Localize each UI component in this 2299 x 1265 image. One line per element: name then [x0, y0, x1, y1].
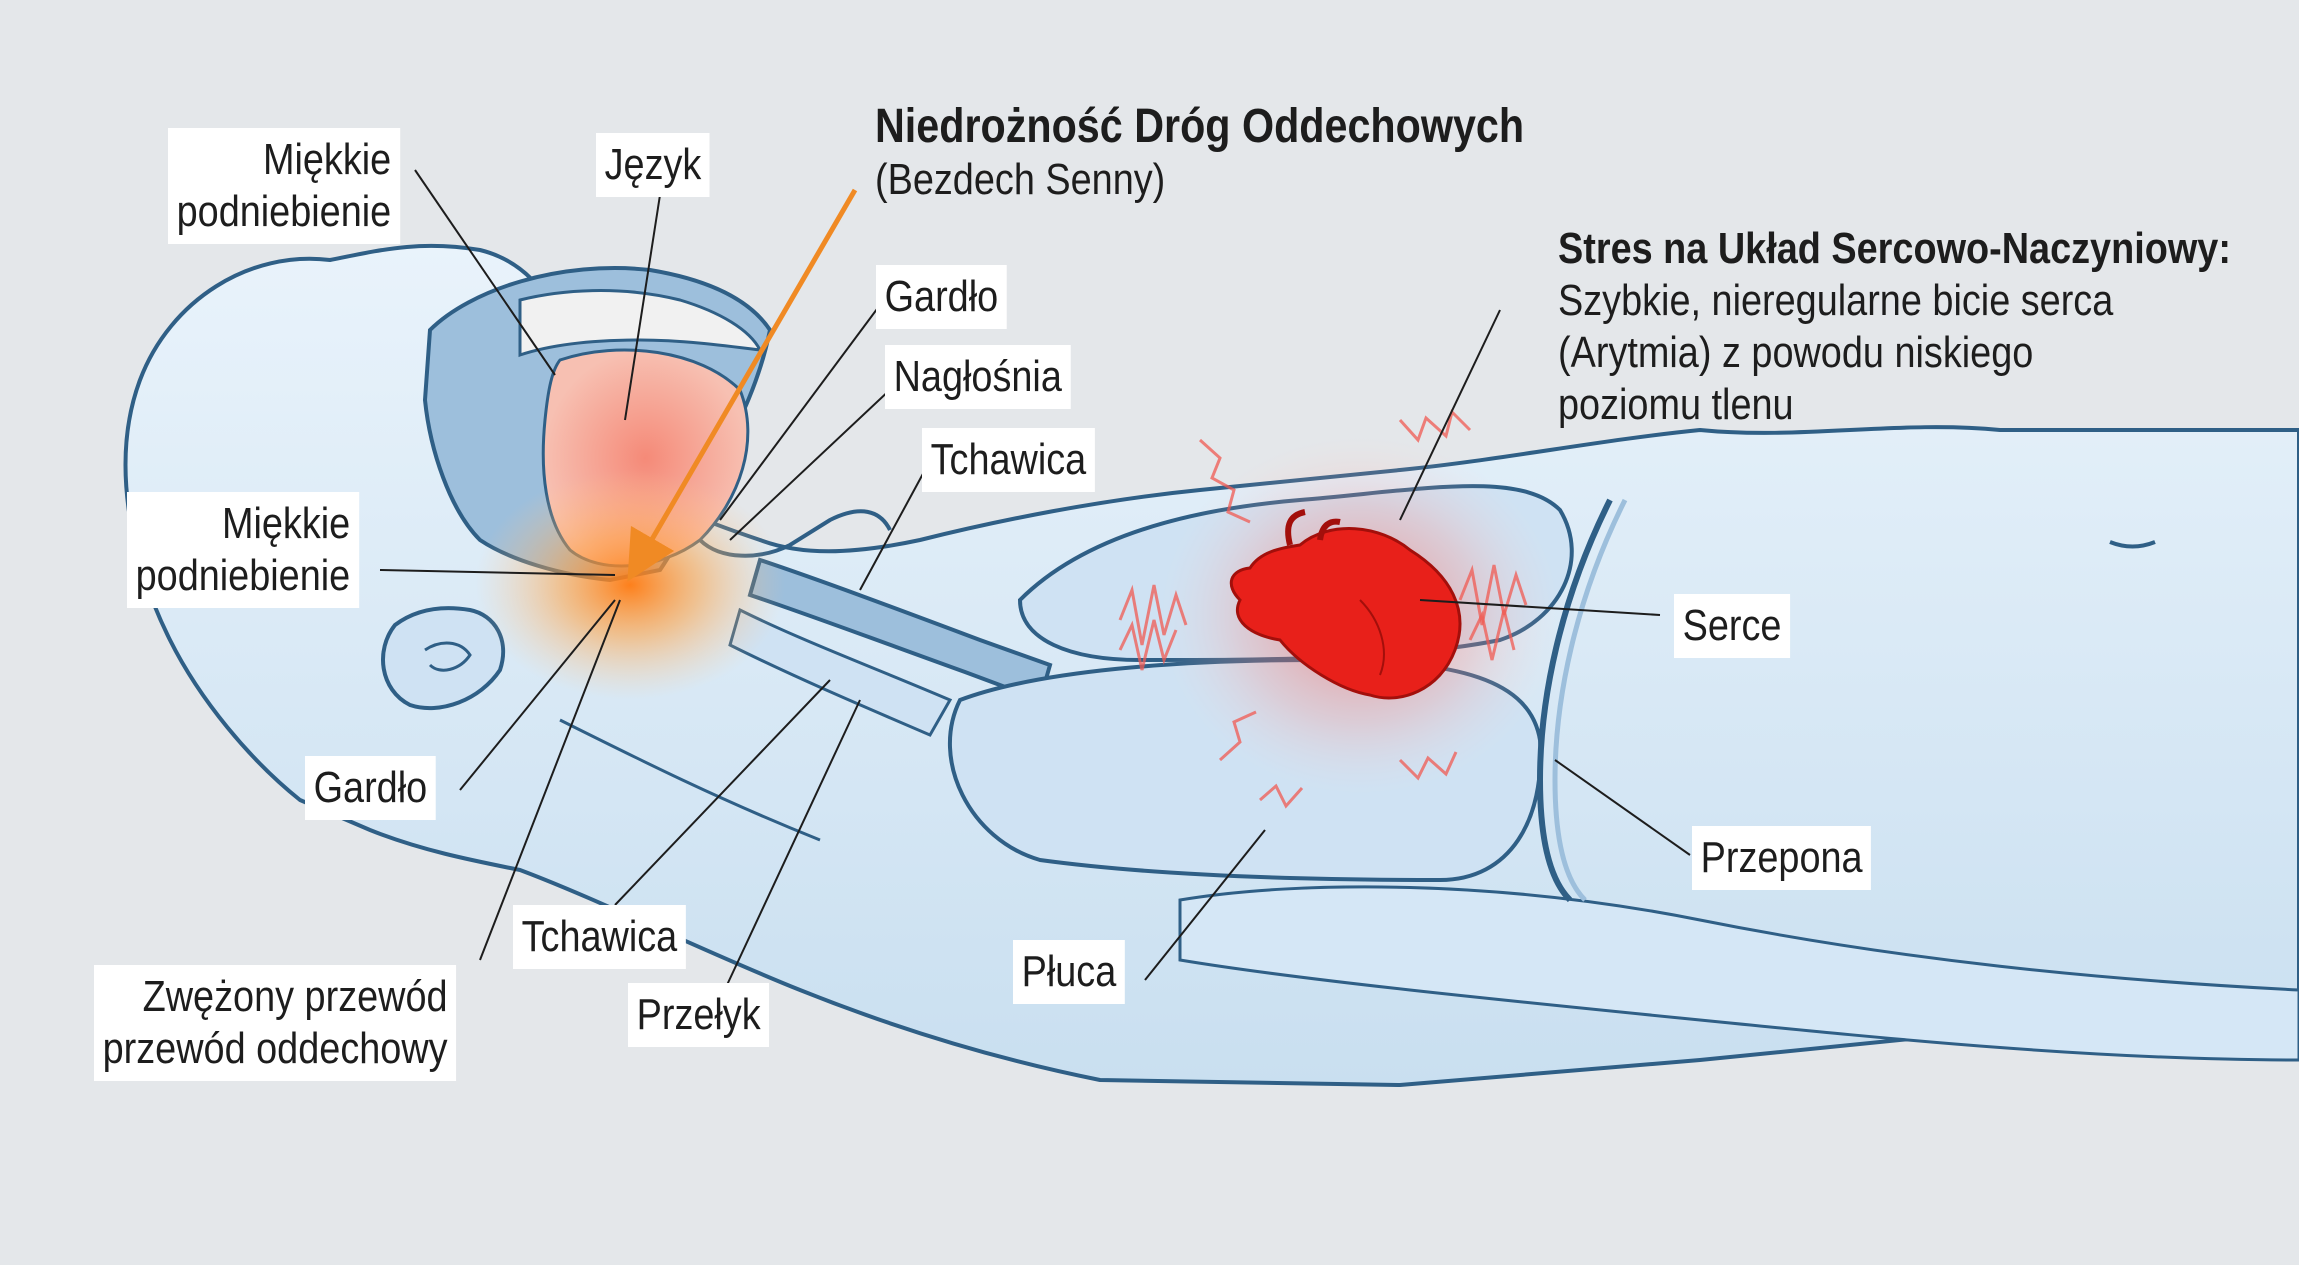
airway-tubes — [728, 557, 1053, 737]
neck-line — [559, 718, 821, 842]
label-narrowed-airway: Zwężony przewód przewód oddechowy — [94, 965, 457, 1081]
cardio-line-3: poziomu tlenu — [1558, 380, 1794, 429]
cardio-line-1: Szybkie, nieregularne bicie serca — [1558, 276, 2114, 325]
obstruction-heading: Niedrożność Dróg Oddechowych (Bezdech Se… — [875, 100, 1524, 206]
cardio-title: Stres na Układ Sercowo-Naczyniowy: — [1558, 224, 2231, 273]
obstruction-subtitle: (Bezdech Senny) — [875, 155, 1166, 204]
diaphragm-line — [1536, 498, 1613, 903]
label-tongue-text: Język — [604, 140, 702, 189]
label-narrowed-airway-line1: Zwężony przewód — [142, 972, 448, 1021]
esophagus-tube — [728, 607, 953, 737]
label-soft-palate-top-line1: Miękkie — [262, 135, 392, 184]
label-soft-palate-mid-line1: Miękkie — [221, 499, 351, 548]
label-epiglottis: Nagłośnia — [885, 345, 1071, 409]
label-trachea-top: Tchawica — [922, 428, 1095, 492]
label-diaphragm: Przepona — [1692, 826, 1872, 890]
label-tongue: Język — [596, 133, 710, 197]
heart-icon — [1229, 509, 1462, 700]
label-soft-palate-top-line2: podniebienie — [176, 187, 392, 236]
label-pharynx-top: Gardło — [876, 265, 1007, 329]
obstruction-title: Niedrożność Dróg Oddechowych — [875, 100, 1525, 153]
label-trachea-bottom: Tchawica — [513, 905, 686, 969]
arm — [1178, 885, 2299, 1062]
obstruction-arrow — [627, 188, 858, 582]
label-lungs-text: Płuca — [1021, 947, 1117, 996]
label-diaphragm-text: Przepona — [1700, 833, 1863, 882]
label-soft-palate-mid-line2: podniebienie — [135, 551, 351, 600]
label-trachea-top-text: Tchawica — [930, 435, 1087, 484]
label-pharynx-top-text: Gardło — [884, 272, 999, 321]
obstruction-glow — [475, 470, 785, 700]
label-soft-palate-mid: Miękkie podniebienie — [127, 492, 359, 608]
label-esophagus-text: Przełyk — [636, 990, 761, 1039]
leader-lines — [379, 169, 1691, 1001]
cardio-line-2: (Arytmia) z powodu niskiego — [1558, 328, 2034, 377]
label-esophagus: Przełyk — [628, 983, 770, 1047]
heart-pulse-lines — [1118, 409, 1528, 809]
label-narrowed-airway-line2: przewód oddechowy — [102, 1024, 448, 1073]
label-lungs: Płuca — [1013, 940, 1125, 1004]
label-trachea-bottom-text: Tchawica — [521, 912, 678, 961]
label-epiglottis-text: Nagłośnia — [893, 352, 1062, 401]
label-soft-palate-top: Miękkie podniebienie — [168, 128, 400, 244]
label-pharynx-bottom: Gardło — [305, 756, 436, 820]
label-heart-text: Serce — [1682, 601, 1782, 650]
ear — [381, 606, 506, 711]
navel — [2109, 540, 2156, 549]
label-heart: Serce — [1674, 594, 1791, 658]
label-pharynx-bottom-text: Gardło — [313, 763, 428, 812]
cardio-heading: Stres na Układ Sercowo-Naczyniowy: Szybk… — [1558, 223, 2231, 431]
